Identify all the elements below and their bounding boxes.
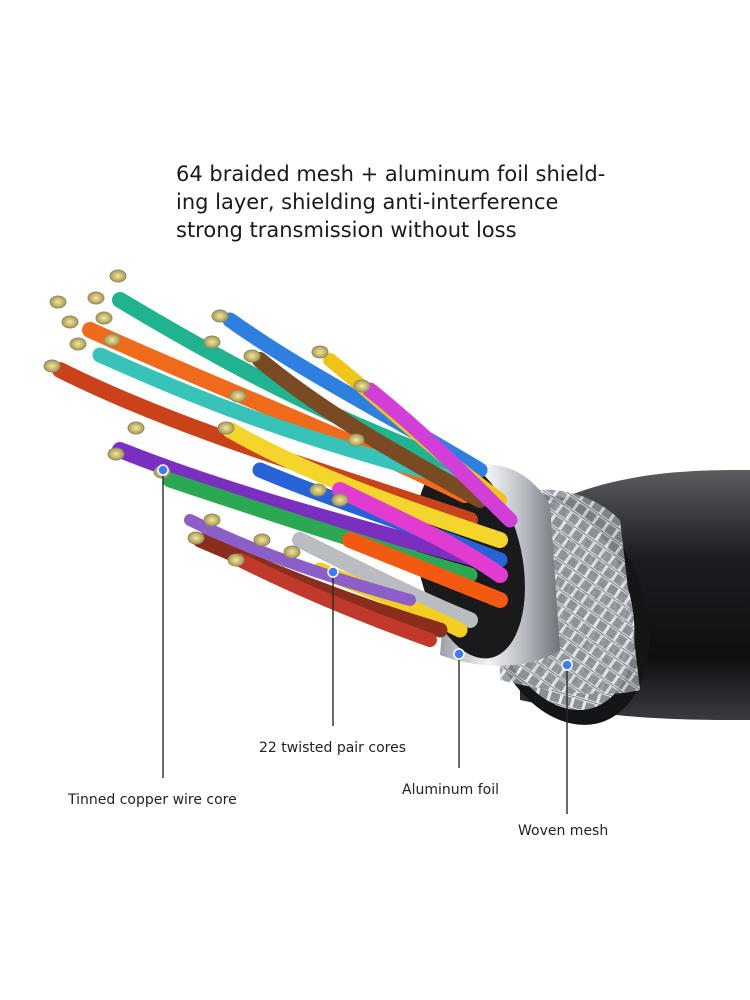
label-twisted-pair-cores: 22 twisted pair cores bbox=[259, 740, 407, 756]
marker-tinned-core bbox=[157, 464, 169, 476]
headline-line-2: ing layer, shielding anti-interference bbox=[176, 190, 559, 214]
headline-line-1: 64 braided mesh + aluminum foil shield- bbox=[176, 162, 606, 186]
twisted-pair-wires bbox=[52, 292, 518, 647]
headline-line-3: strong transmission without loss bbox=[176, 218, 517, 242]
label-tinned-copper-wire-core: Tinned copper wire core bbox=[68, 792, 237, 808]
marker-twisted-pairs bbox=[327, 566, 339, 578]
headline: 64 braided mesh + aluminum foil shield- … bbox=[176, 160, 656, 244]
marker-aluminum-foil bbox=[453, 648, 465, 660]
label-woven-mesh: Woven mesh bbox=[518, 823, 609, 839]
marker-woven-mesh bbox=[561, 659, 573, 671]
callout-leaders bbox=[162, 470, 568, 814]
label-aluminum-foil: Aluminum foil bbox=[402, 782, 499, 798]
callout-markers bbox=[157, 464, 573, 671]
